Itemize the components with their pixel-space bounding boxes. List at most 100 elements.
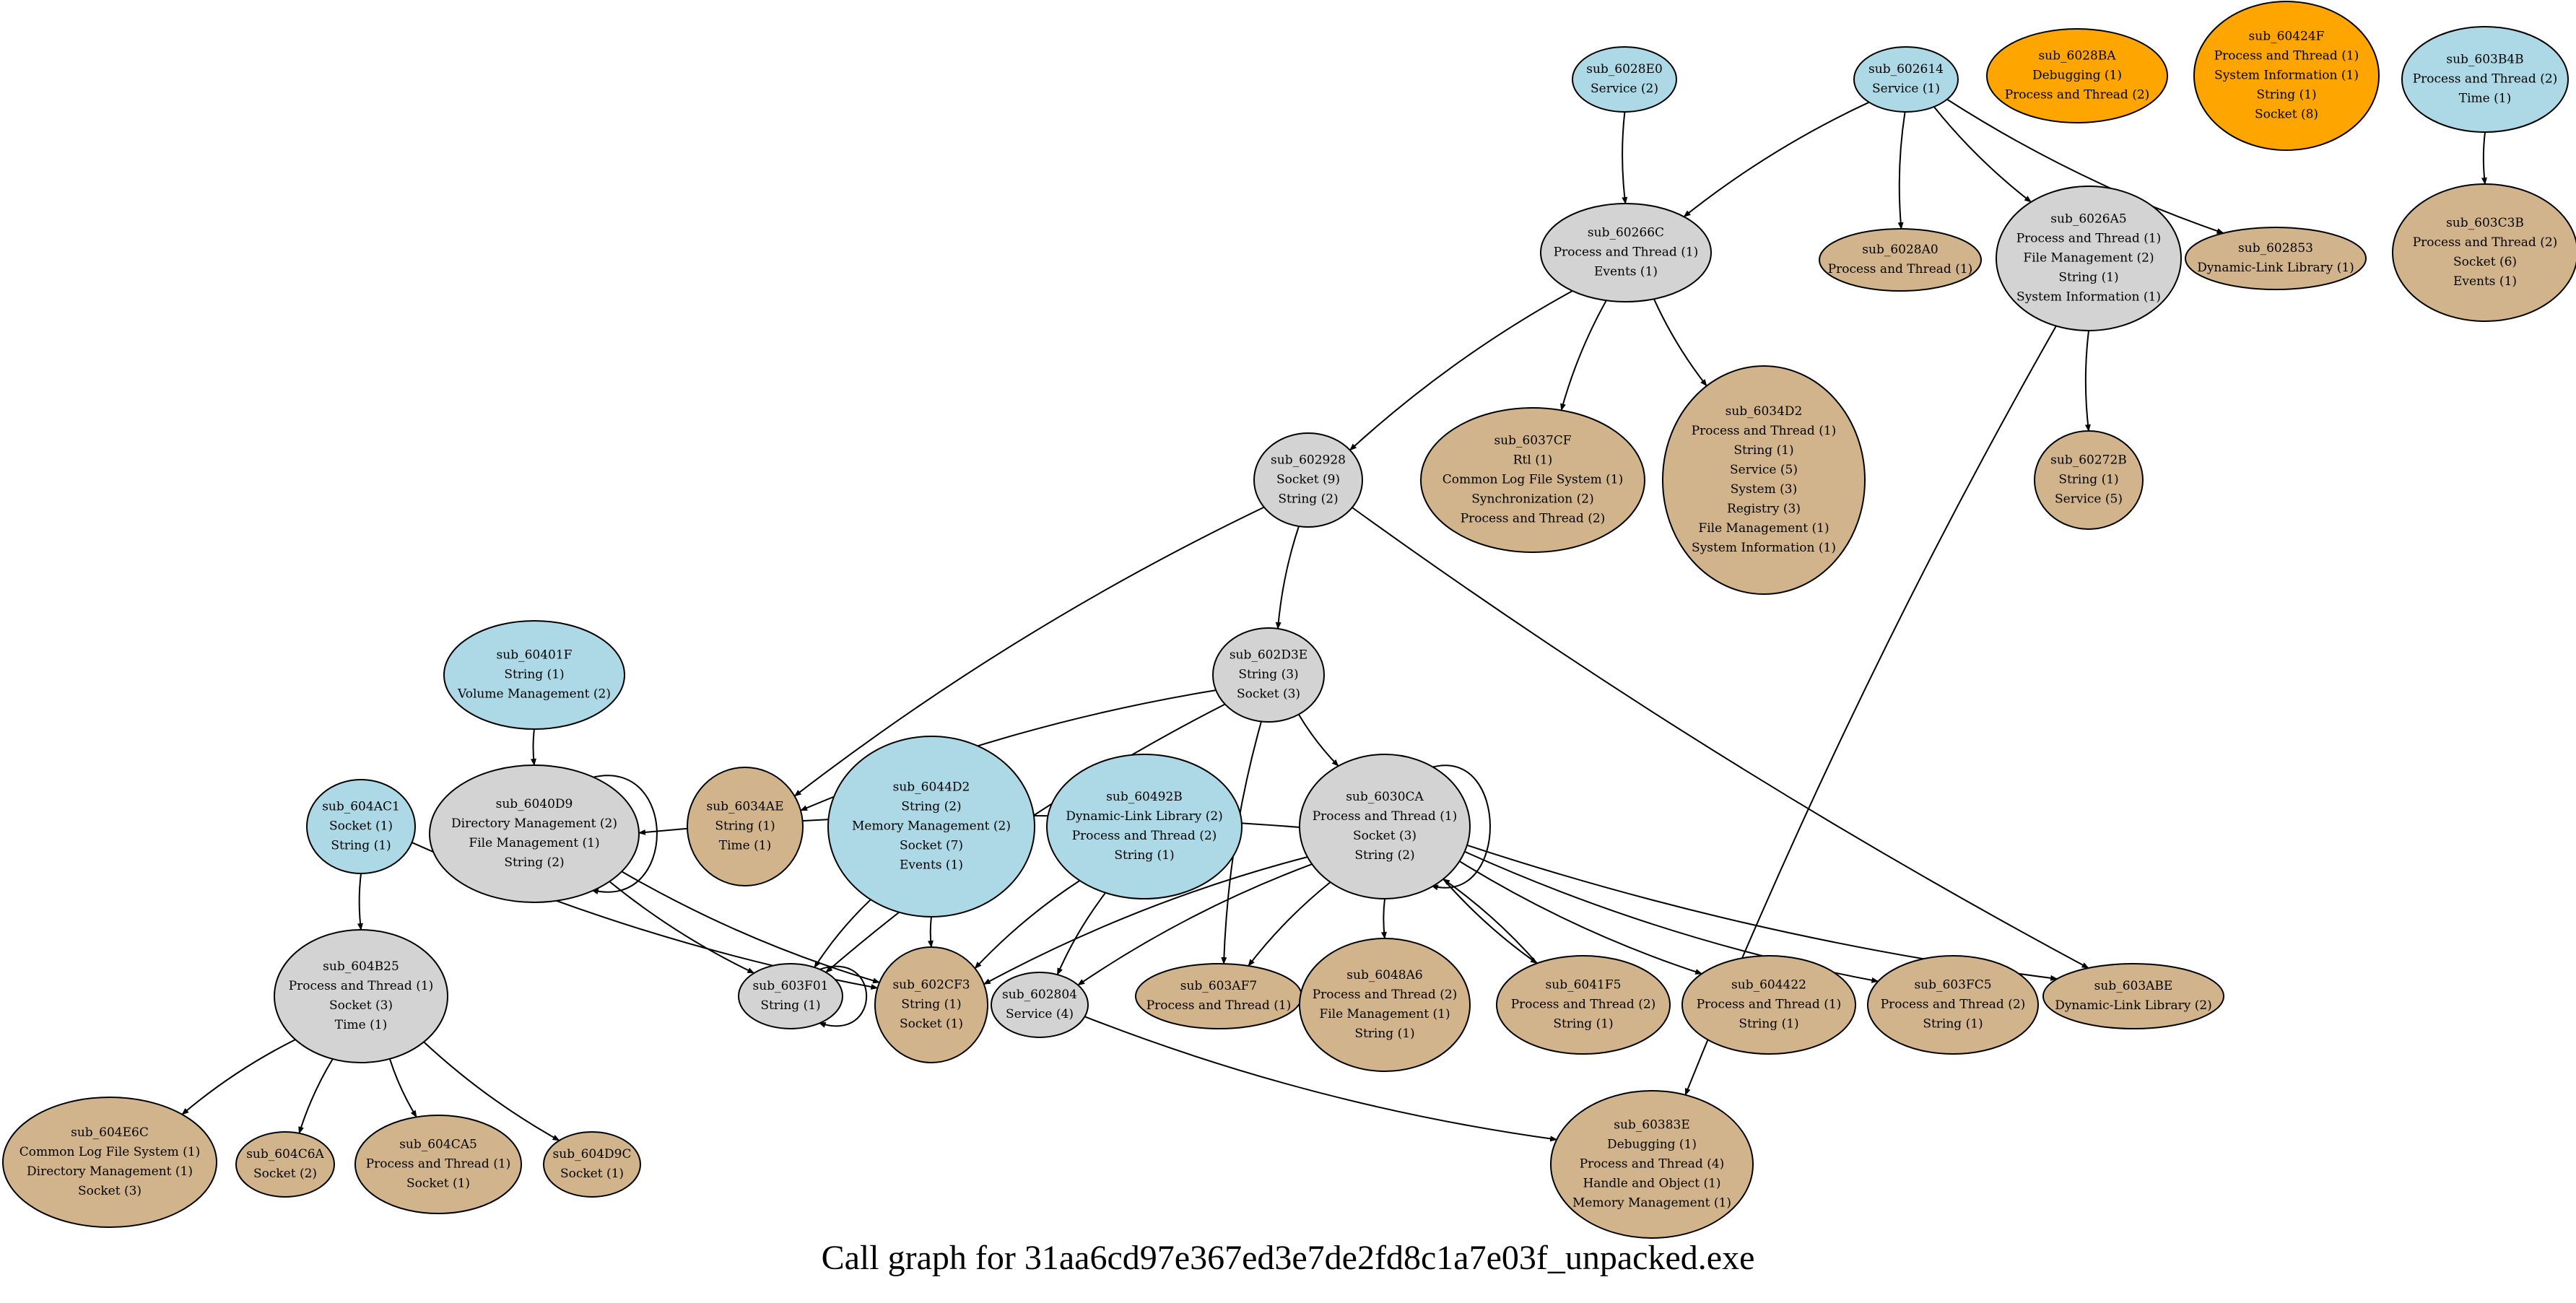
node-api-category: Process and Thread (1) <box>366 1157 511 1172</box>
node-api-category: String (2) <box>1354 848 1414 863</box>
node-name: sub_604C6A <box>246 1147 324 1162</box>
edge-sub_60266C-to-sub_6037CF <box>1560 300 1607 411</box>
node-ellipse <box>1550 1090 1754 1239</box>
node-api-category: Process and Thread (1) <box>1554 245 1699 260</box>
node-api-category: Socket (1) <box>900 1017 963 1032</box>
node-api-category: Socket (3) <box>329 998 393 1013</box>
node-ellipse <box>1853 46 1959 113</box>
node-api-category: String (2) <box>901 800 961 814</box>
node-ellipse <box>1046 754 1243 899</box>
node-api-category: Socket (2) <box>253 1167 317 1181</box>
node-api-category: String (1) <box>2256 88 2316 103</box>
edge-sub_6030CA-to-sub_6041F5 <box>1443 879 1538 964</box>
node-api-category: Events (1) <box>900 858 963 873</box>
node-name: sub_603C3B <box>2446 216 2524 230</box>
node-name: sub_6041F5 <box>1546 978 1622 993</box>
node-api-category: Process and Thread (2) <box>1881 998 2026 1012</box>
node-name: sub_60383E <box>1614 1118 1690 1133</box>
edge-sub_604B25-to-sub_604C6A <box>298 1058 334 1134</box>
edge-sub_60401F-to-sub_6040D9 <box>530 728 536 766</box>
node-api-category: Socket (7) <box>900 839 963 853</box>
edge-sub_60266C-to-sub_602928 <box>1349 290 1573 451</box>
node-name: sub_603B4B <box>2446 53 2523 67</box>
node-name: sub_602CF3 <box>892 978 970 993</box>
node-api-category: Socket (1) <box>406 1177 470 1191</box>
node-name: sub_602614 <box>1868 62 1944 77</box>
node-api-category: String (1) <box>715 819 775 834</box>
node-name: sub_6034AE <box>706 800 783 814</box>
node-api-category: Process and Thread (1) <box>2016 232 2162 246</box>
node-api-category: Time (1) <box>335 1018 387 1032</box>
node-api-category: String (3) <box>1238 668 1298 682</box>
node-api-category: String (1) <box>2058 271 2118 285</box>
edge-sub_60492B-to-sub_602804 <box>1056 892 1106 976</box>
node-ellipse <box>1135 963 1302 1029</box>
node-api-category: Common Log File System (1) <box>19 1145 200 1159</box>
node-api-category: String (2) <box>504 855 564 870</box>
node-ellipse <box>1867 955 2039 1055</box>
node-api-category: Process and Thread (2) <box>2413 235 2558 250</box>
node-name: sub_603FC5 <box>1914 978 1991 993</box>
node-api-category: Process and Thread (1) <box>1146 998 1292 1013</box>
node-name: sub_602853 <box>2238 241 2313 256</box>
node-api-category: File Management (1) <box>1698 521 1829 536</box>
node-sub_604C6A[interactable]: sub_604C6A Socket (2) <box>235 1131 335 1198</box>
node-name: sub_60492B <box>1106 790 1183 804</box>
node-ellipse <box>2042 963 2224 1029</box>
node-api-category: Socket (1) <box>560 1167 624 1181</box>
node-api-category: Dynamic-Link Library (1) <box>2197 261 2354 275</box>
node-api-category: String (1) <box>331 839 391 853</box>
graph-caption: Call graph for 31aa6cd97e367ed3e7de2fd8c… <box>821 1239 1755 1277</box>
node-api-category: String (1) <box>901 998 961 1012</box>
node-name: sub_6028E0 <box>1586 62 1663 77</box>
node-ellipse <box>543 1131 641 1198</box>
node-ellipse <box>1212 627 1325 723</box>
node-name: sub_6028A0 <box>1862 243 1938 257</box>
node-api-category: Process and Thread (2) <box>1313 988 1458 1002</box>
node-name: sub_603AF7 <box>1180 979 1257 993</box>
edge-sub_6030CA-to-sub_604422 <box>1458 860 1703 975</box>
node-ellipse <box>274 929 448 1063</box>
node-name: sub_604CA5 <box>399 1138 477 1152</box>
node-ellipse <box>874 946 988 1063</box>
node-api-category: Synchronization (2) <box>1471 492 1593 507</box>
node-api-category: System Information (1) <box>2016 290 2161 305</box>
